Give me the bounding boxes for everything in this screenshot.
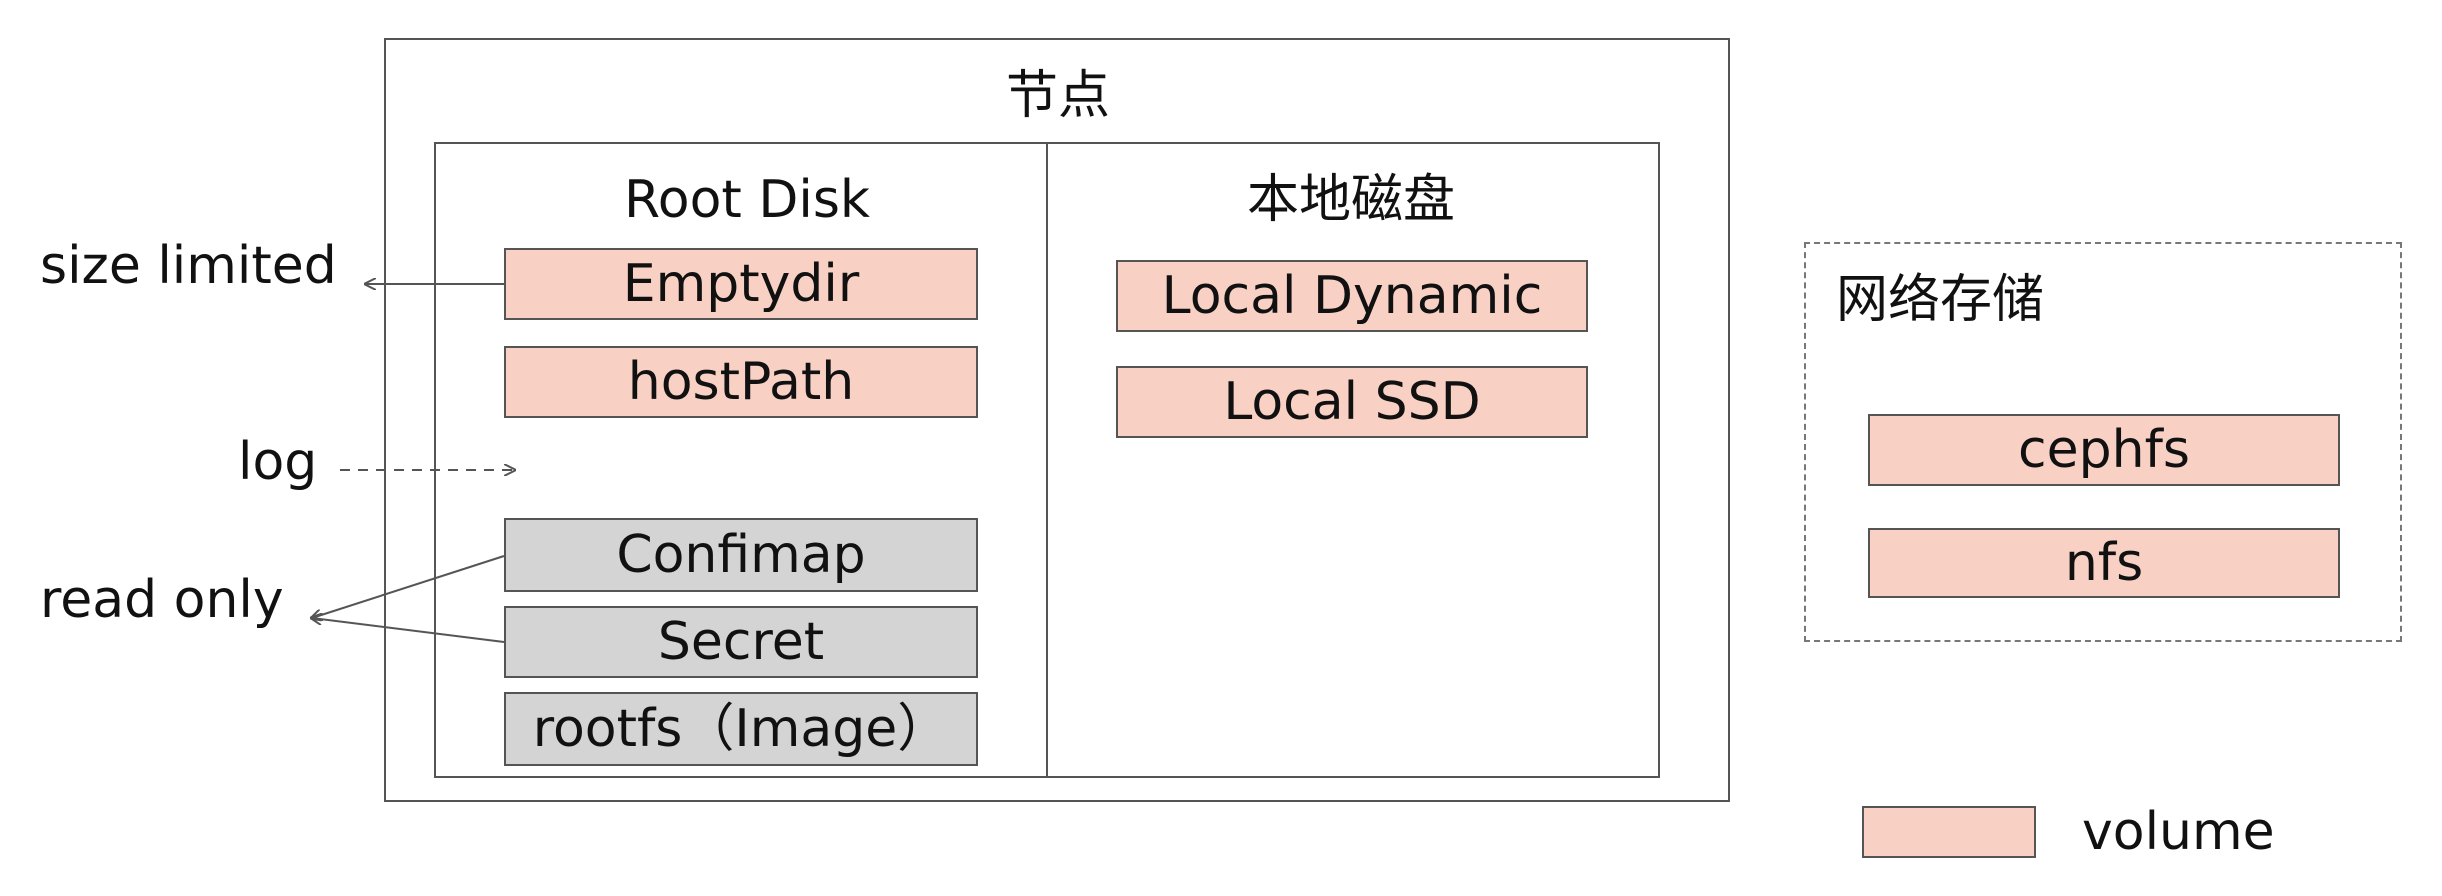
read-only-label: read only [40,570,284,630]
log-label: log [238,432,318,492]
configmap-read-only-arrow [312,555,505,618]
emptydir-volume: Emptydir [504,248,978,320]
local-disk-title: 本地磁盘 [1247,170,1456,230]
legend-volume-label: volume [2082,802,2275,862]
nfs-volume: nfs [1868,528,2340,598]
configmap-volume: Confimap [504,518,978,592]
secret-volume: Secret [504,606,978,678]
network-storage-title: 网络存储 [1836,270,2045,330]
network-storage-panel [1804,242,2402,642]
rootfs-image-volume: rootfs（Image） [504,692,978,766]
node-title: 节点 [1006,66,1111,126]
local-dynamic-volume: Local Dynamic [1116,260,1588,332]
hostpath-volume: hostPath [504,346,978,418]
cephfs-volume: cephfs [1868,414,2340,486]
size-limited-label: size limited [40,236,337,296]
secret-read-only-arrow [312,618,505,643]
local-disk-panel [1046,142,1660,778]
legend-volume-swatch [1862,806,2036,858]
root-disk-title: Root Disk [624,170,871,230]
node-frame [384,38,1730,802]
local-ssd-volume: Local SSD [1116,366,1588,438]
